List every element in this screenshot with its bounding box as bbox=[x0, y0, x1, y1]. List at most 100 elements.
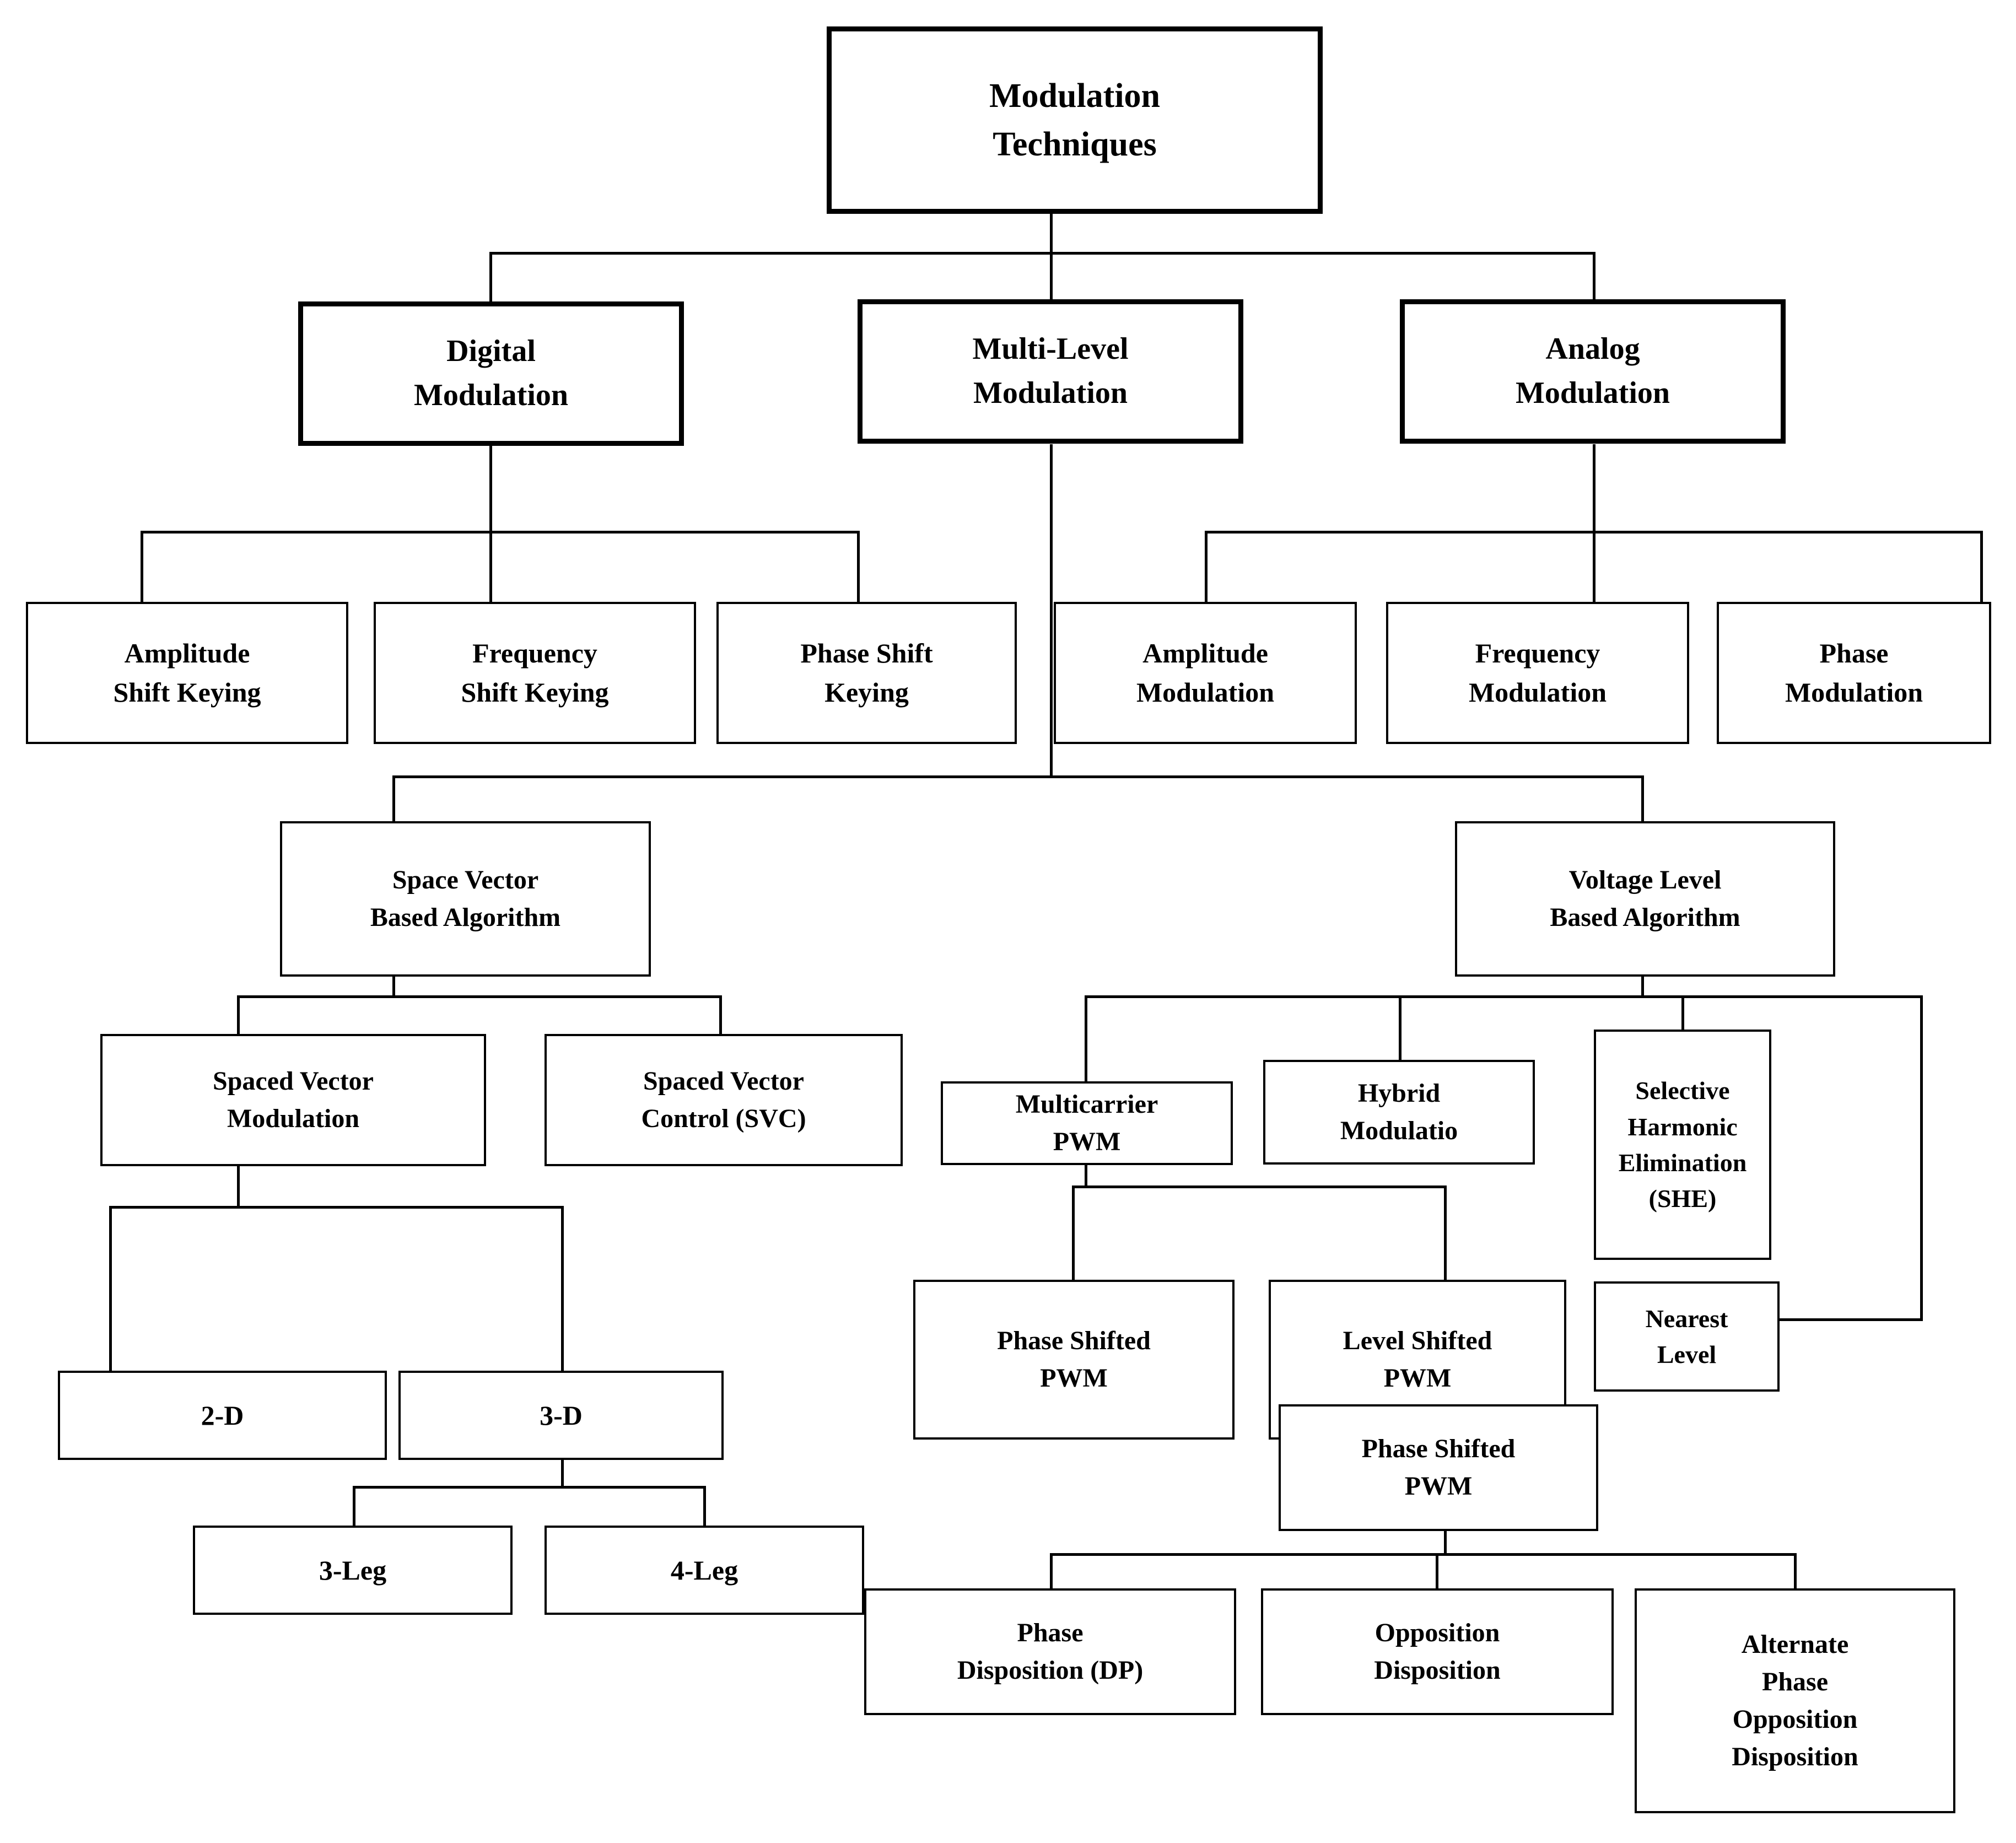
edge-bus-to-pm bbox=[1980, 531, 1983, 602]
node-phase-disposition-dp[interactable]: Phase Disposition (DP) bbox=[864, 1588, 1236, 1715]
edge-bus-to-am bbox=[1205, 531, 1208, 602]
node-label-line2: Modulation bbox=[1468, 677, 1607, 708]
node-label-line1: Phase bbox=[1819, 638, 1889, 669]
node-label-line1: Frequency bbox=[1475, 638, 1600, 669]
node-multi-level-modulation[interactable]: Multi-Level Modulation bbox=[858, 299, 1243, 444]
edge-root-stem bbox=[1050, 212, 1053, 254]
edge-analog-stem bbox=[1593, 444, 1595, 532]
node-label-line1: Phase Shifted bbox=[1361, 1434, 1516, 1463]
edge-level2-bus bbox=[489, 252, 1594, 255]
edge-bus-to-svba bbox=[392, 775, 395, 822]
edge-digital-children-bus bbox=[141, 531, 859, 534]
node-label-line1: 2-D bbox=[201, 1399, 244, 1431]
node-spaced-vector-modulation[interactable]: Spaced Vector Modulation bbox=[100, 1034, 486, 1166]
node-spaced-vector-control-svc[interactable]: Spaced Vector Control (SVC) bbox=[545, 1034, 903, 1166]
node-3d[interactable]: 3-D bbox=[398, 1371, 724, 1460]
node-multicarrier-pwm[interactable]: Multicarrier PWM bbox=[941, 1081, 1233, 1165]
node-label-line1: Voltage Level bbox=[1568, 865, 1722, 894]
node-label-line2: Harmonic bbox=[1627, 1112, 1738, 1141]
node-phase-shift-keying[interactable]: Phase Shift Keying bbox=[716, 602, 1017, 744]
node-label-line3: Opposition bbox=[1732, 1705, 1858, 1734]
node-alternate-phase-opposition-disposition[interactable]: Alternate Phase Opposition Disposition bbox=[1635, 1588, 1955, 1813]
edge-bus-to-analog bbox=[1593, 252, 1595, 303]
node-label-line1: Phase Shifted bbox=[997, 1325, 1151, 1355]
node-voltage-level-based-algorithm[interactable]: Voltage Level Based Algorithm bbox=[1455, 821, 1835, 977]
edge-bus-to-svc bbox=[719, 995, 722, 1035]
edge-bus-to-apod bbox=[1794, 1553, 1797, 1591]
node-label-line2: Modulation bbox=[227, 1104, 360, 1133]
edge-bus-to-fm bbox=[1593, 531, 1595, 602]
node-root-modulation-techniques[interactable]: Modulation Techniques bbox=[827, 26, 1323, 214]
node-label-line2: Modulation bbox=[1136, 677, 1275, 708]
node-label-line2: Keying bbox=[824, 677, 909, 708]
node-label-line1: Space Vector bbox=[392, 865, 539, 894]
node-space-vector-based-algorithm[interactable]: Space Vector Based Algorithm bbox=[280, 821, 651, 977]
node-label-line3: Elimination bbox=[1618, 1149, 1747, 1177]
edge-bus-to-3d bbox=[561, 1206, 564, 1371]
node-label-line2: Control (SVC) bbox=[641, 1104, 806, 1133]
node-label-line1: Nearest bbox=[1645, 1304, 1728, 1333]
node-label-line2: Based Algorithm bbox=[1550, 903, 1740, 932]
node-label-line1: Digital bbox=[446, 334, 536, 369]
edge-digital-stem bbox=[489, 444, 492, 532]
node-label-line2: Level bbox=[1657, 1340, 1717, 1368]
edge-bus-to-pd bbox=[1050, 1553, 1053, 1591]
edge-bus-to-3leg bbox=[353, 1486, 355, 1527]
edge-multilevel-children-bus bbox=[392, 775, 1643, 778]
node-label-line1: 3-D bbox=[540, 1399, 583, 1431]
node-nearest-level[interactable]: Nearest Level bbox=[1594, 1281, 1780, 1392]
node-label-line4: Disposition bbox=[1732, 1742, 1858, 1772]
node-4-leg[interactable]: 4-Leg bbox=[545, 1526, 864, 1615]
edge-pspwm-bottom-stem bbox=[1444, 1529, 1447, 1554]
node-phase-modulation[interactable]: Phase Modulation bbox=[1717, 602, 1991, 744]
edge-bus-to-svm bbox=[237, 995, 240, 1035]
node-analog-modulation[interactable]: Analog Modulation bbox=[1400, 299, 1786, 444]
edge-pspwm-bottom-children-bus bbox=[1050, 1553, 1797, 1556]
node-label-line1: Spaced Vector bbox=[213, 1066, 374, 1096]
edge-bus-to-digital bbox=[489, 252, 492, 303]
node-label-line2: PWM bbox=[1383, 1364, 1452, 1393]
node-hybrid-modulatio[interactable]: Hybrid Modulatio bbox=[1263, 1060, 1535, 1165]
edge-bus-to-nearest-vert bbox=[1920, 995, 1923, 1321]
edge-svba-stem bbox=[392, 974, 395, 998]
node-label-line1: Phase bbox=[1017, 1618, 1084, 1647]
node-label-line1: Frequency bbox=[472, 638, 597, 669]
node-label-line2: PWM bbox=[1053, 1127, 1121, 1156]
edge-multilevel-trunk bbox=[1050, 444, 1053, 778]
node-opposition-disposition[interactable]: Opposition Disposition bbox=[1261, 1588, 1614, 1715]
node-2d[interactable]: 2-D bbox=[58, 1371, 387, 1460]
edge-mcpwm-stem bbox=[1085, 1165, 1087, 1188]
edge-bus-to-ask bbox=[141, 531, 143, 602]
node-3-leg[interactable]: 3-Leg bbox=[193, 1526, 513, 1615]
edge-bus-to-pspwm-top bbox=[1072, 1185, 1075, 1282]
edge-bus-to-mcpwm bbox=[1085, 995, 1087, 1084]
edge-3d-stem bbox=[561, 1459, 564, 1488]
node-amplitude-shift-keying[interactable]: Amplitude Shift Keying bbox=[26, 602, 348, 744]
edge-svm-children-bus bbox=[109, 1206, 564, 1209]
node-label-line1: Amplitude bbox=[124, 638, 250, 669]
node-label-line1: Modulation bbox=[989, 77, 1161, 115]
node-label-line2: PWM bbox=[1404, 1472, 1473, 1501]
node-label-line2: Techniques bbox=[993, 126, 1157, 163]
node-label-line1: Selective bbox=[1635, 1076, 1730, 1105]
node-amplitude-modulation[interactable]: Amplitude Modulation bbox=[1054, 602, 1357, 744]
edge-bus-to-2d bbox=[109, 1206, 112, 1371]
node-digital-modulation[interactable]: Digital Modulation bbox=[298, 301, 684, 446]
edge-bus-to-lspwm bbox=[1444, 1185, 1447, 1282]
node-label-line2: Shift Keying bbox=[461, 677, 609, 708]
edge-mcpwm-children-bus bbox=[1072, 1185, 1447, 1188]
node-label-line2: Disposition (DP) bbox=[957, 1656, 1144, 1685]
edge-svm-stem bbox=[237, 1164, 240, 1208]
node-label-line2: Modulatio bbox=[1340, 1116, 1458, 1145]
node-frequency-shift-keying[interactable]: Frequency Shift Keying bbox=[374, 602, 696, 744]
node-label-line2: PWM bbox=[1040, 1364, 1108, 1393]
node-phase-shifted-pwm-top[interactable]: Phase Shifted PWM bbox=[913, 1280, 1235, 1440]
node-selective-harmonic-elimination-she[interactable]: Selective Harmonic Elimination (SHE) bbox=[1594, 1030, 1771, 1260]
node-phase-shifted-pwm-bottom[interactable]: Phase Shifted PWM bbox=[1279, 1404, 1598, 1531]
node-label-line1: Alternate bbox=[1741, 1629, 1849, 1659]
edge-bus-to-hybrid bbox=[1399, 995, 1402, 1061]
edge-bus-to-multilevel bbox=[1050, 252, 1053, 303]
node-label-line1: Amplitude bbox=[1142, 638, 1268, 669]
node-frequency-modulation[interactable]: Frequency Modulation bbox=[1386, 602, 1689, 744]
